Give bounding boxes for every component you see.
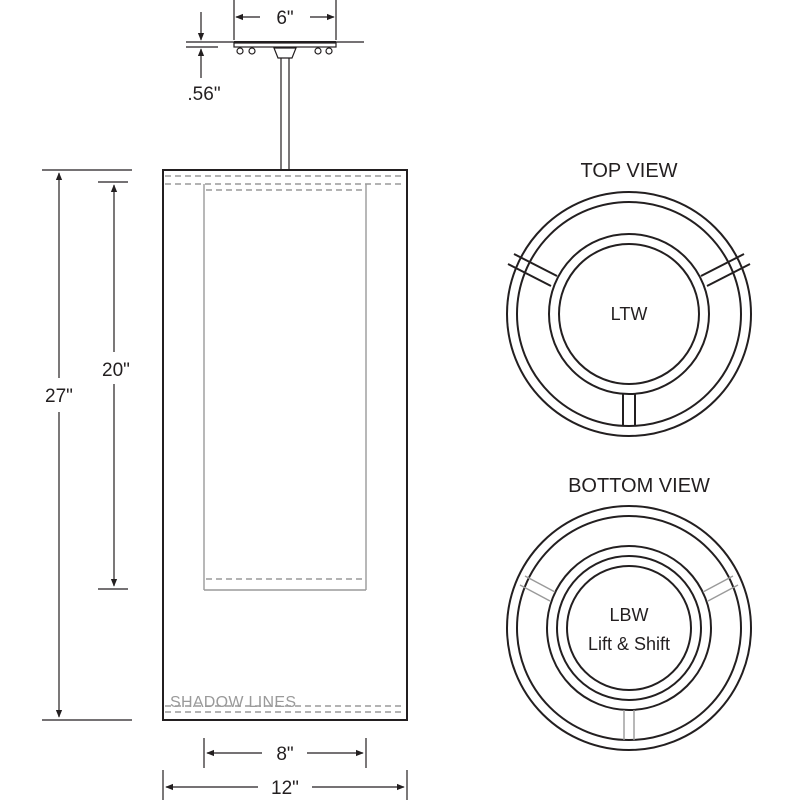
bottom-view-title: BOTTOM VIEW — [568, 475, 710, 497]
canopy — [186, 41, 364, 59]
top-view: TOP VIEW LTW — [506, 160, 752, 437]
bottom-view-center-label-2: Lift & Shift — [588, 634, 670, 654]
top-view-spokes — [507, 253, 751, 426]
canopy-width-label: 6" — [276, 8, 293, 29]
overall-width-label: 12" — [271, 778, 299, 799]
top-view-label-bg — [603, 300, 655, 326]
bottom-view-label-bg-2 — [580, 630, 678, 656]
inner-width-dimension: 8" — [203, 738, 367, 768]
overall-width-dimension: 12" — [162, 770, 408, 800]
stem — [280, 58, 290, 170]
overall-height-dimension: 27" — [42, 169, 132, 721]
shade-height-label: 20" — [102, 360, 130, 381]
inner-width-label: 8" — [276, 744, 293, 765]
bottom-view-label-bg-1 — [602, 602, 656, 626]
shade-height-dimension: 20" — [98, 181, 130, 590]
top-view-center-label: LTW — [611, 304, 648, 324]
shade-elevation: SHADOW LINES — [162, 169, 408, 721]
bottom-view: BOTTOM VIEW LBW Lift & Shift — [506, 475, 752, 751]
overall-height-label: 27" — [45, 386, 73, 407]
canopy-width-dimension: 6" — [233, 0, 337, 40]
canopy-height-dimension: .56" — [186, 12, 221, 105]
top-view-title: TOP VIEW — [580, 160, 677, 182]
canopy-height-label: .56" — [187, 84, 220, 105]
shadow-lines-label: SHADOW LINES — [170, 694, 296, 711]
inner-diffuser — [203, 184, 367, 591]
bottom-view-center-label-1: LBW — [609, 605, 648, 625]
bottom-view-spokes — [519, 575, 739, 740]
